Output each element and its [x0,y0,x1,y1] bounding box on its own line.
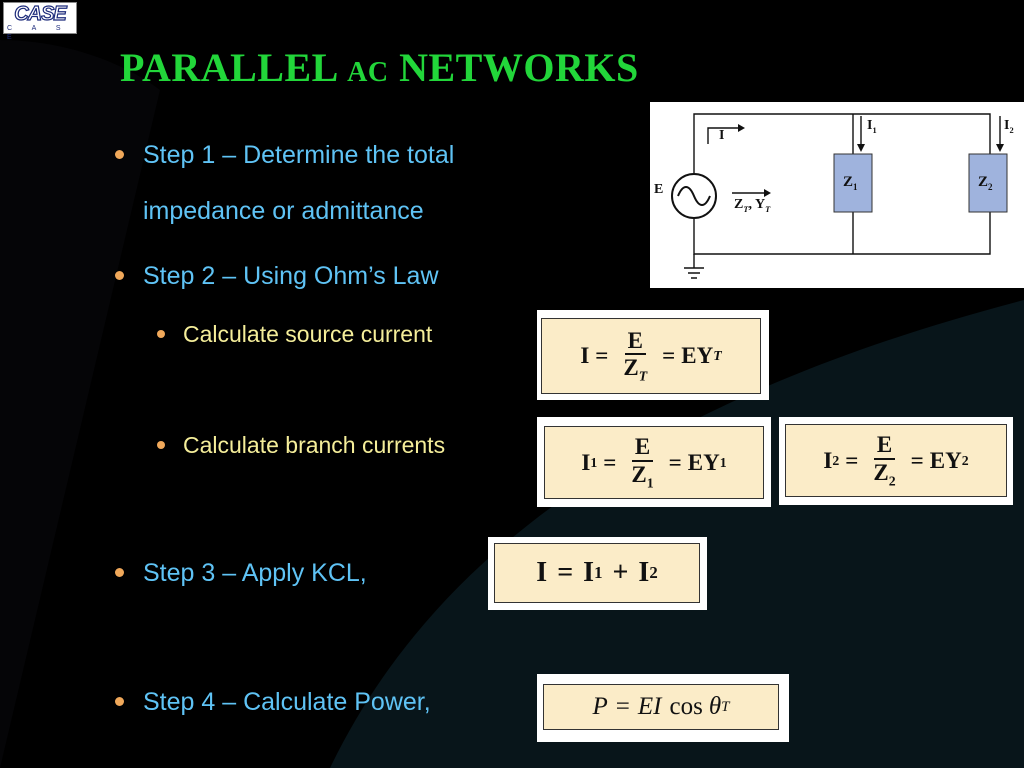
subbullet-dot [157,330,165,338]
total-impedance-label: ZT, YT [734,197,771,214]
step-2-line1: Step 2 – Using Ohm’s Law [143,262,439,290]
bullet-dot [115,568,124,577]
source-current-label: I [719,128,725,143]
step-1-line1: Step 1 – Determine the total [143,141,455,169]
subbullet-dot [157,441,165,449]
bullet-dot [115,697,124,706]
step-3-line1: Step 3 – Apply KCL, [143,559,367,587]
impedance-z1-label: Z1 [843,174,858,192]
step-3-bullet: Step 3 – Apply KCL, [115,545,367,601]
bullet-dot [115,271,124,280]
step-2-bullet: Step 2 – Using Ohm’s Law [115,248,439,304]
branch-current-2-label: I2 [1004,118,1014,135]
substep-branch-text: Calculate branch currents [183,432,446,458]
source-label: E [654,182,664,197]
branch-current-1-label: I1 [867,118,877,135]
step-1-line2: impedance or admittance [143,197,424,225]
title-part-a: PARALLEL [120,45,348,90]
step-4-line1: Step 4 – Calculate Power, [143,688,431,716]
step-4-bullet: Step 4 – Calculate Power, [115,674,431,730]
logo-wordmark: CASE [14,2,68,25]
substep-branch-currents: Calculate branch currents [157,430,446,460]
impedance-z2-label: Z2 [978,174,993,192]
logo-subtext: C A S E [7,25,70,41]
slide-title: PARALLEL AC NETWORKS [120,44,639,94]
substep-source-current: Calculate source current [157,319,433,349]
parallel-circuit-diagram: E I ZT, YT I1 I2 Z1 Z2 [650,102,1024,288]
substep-source-text: Calculate source current [183,321,433,347]
title-part-ac: AC [347,57,389,88]
title-part-b: NETWORKS [388,45,639,90]
bullet-dot [115,150,124,159]
step-1-bullet: Step 1 – Determine the total impedance o… [115,127,455,239]
case-logo: CASE C A S E [3,2,77,41]
